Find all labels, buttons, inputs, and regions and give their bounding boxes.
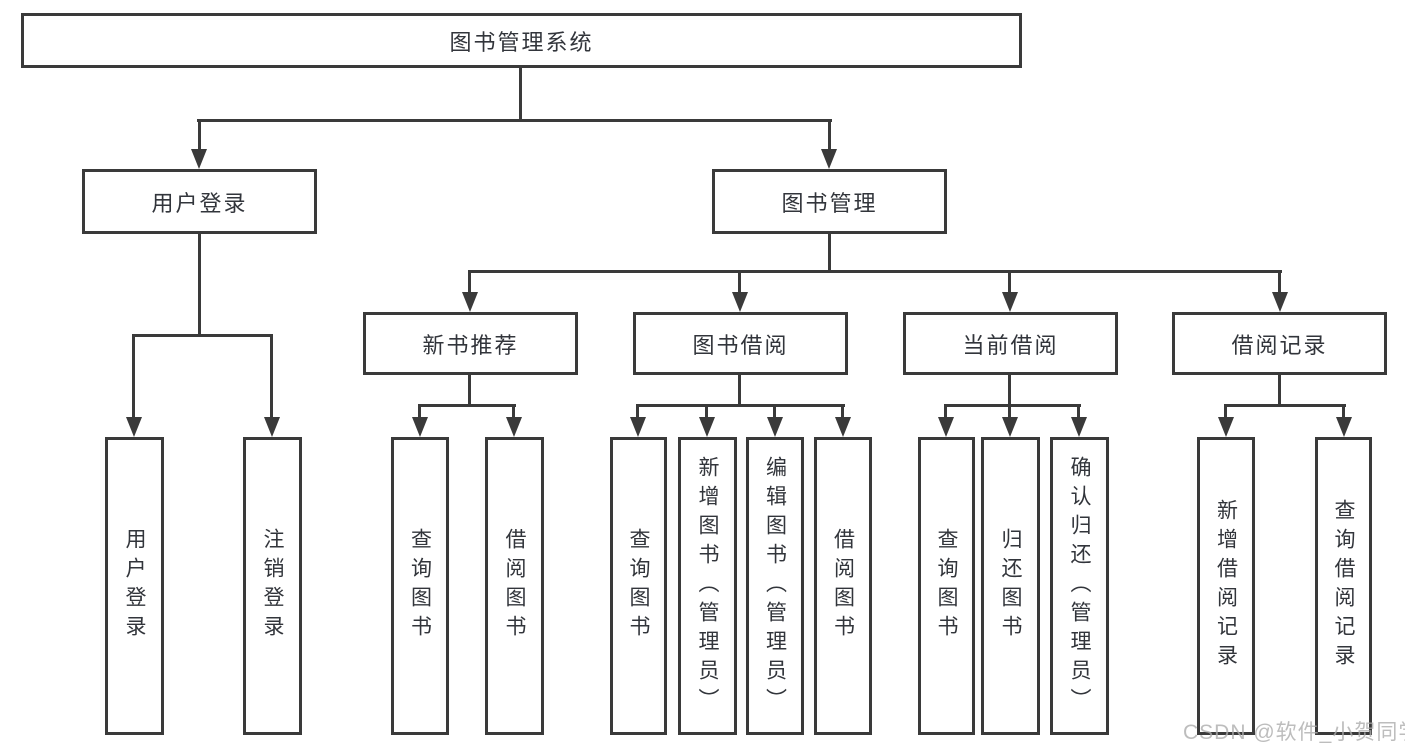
leaf-query-books-current-label: 查询图书 (935, 528, 958, 644)
csdn-watermark: CSDN @软件_小贺同学 (1183, 721, 1405, 744)
node-library-system-label: 图书管理系统 (449, 29, 594, 55)
node-new-book-recommendation: 新书推荐 (363, 312, 578, 375)
connector-line (738, 270, 741, 294)
connector-line (468, 270, 1282, 273)
arrowhead-icon (767, 417, 783, 437)
arrowhead-icon (1071, 417, 1087, 437)
arrowhead-icon (191, 149, 207, 169)
arrowhead-icon (1002, 417, 1018, 437)
leaf-borrow-books-label: 借阅图书 (831, 528, 855, 644)
leaf-query-borrow-record-label: 查询借阅记录 (1332, 499, 1355, 673)
connector-line (512, 404, 515, 420)
node-book-borrowing: 图书借阅 (633, 312, 848, 375)
arrowhead-icon (126, 417, 142, 437)
connector-line (1008, 375, 1011, 407)
leaf-query-books-recommend: 查询图书 (391, 437, 449, 735)
arrowhead-icon (412, 417, 428, 437)
connector-line (270, 334, 273, 418)
node-user-login: 用户登录 (82, 169, 317, 234)
connector-line (418, 404, 516, 407)
leaf-confirm-return-admin-label: 确认归还（管理员） (1068, 455, 1091, 717)
arrowhead-icon (506, 417, 522, 437)
node-new-book-recommendation-label: 新书推荐 (422, 332, 519, 358)
leaf-user-login: 用户登录 (105, 437, 164, 735)
leaf-edit-books-admin-label: 编辑图书（管理员） (763, 455, 787, 717)
connector-line (1008, 270, 1011, 294)
connector-line (468, 375, 471, 407)
connector-line (636, 404, 639, 420)
leaf-borrow-books-recommend: 借阅图书 (485, 437, 544, 735)
arrowhead-icon (1218, 417, 1234, 437)
connector-line (944, 404, 1081, 407)
node-book-management-label: 图书管理 (781, 190, 878, 216)
arrowhead-icon (938, 417, 954, 437)
connector-line (1224, 404, 1227, 420)
connector-line (1278, 270, 1281, 294)
connector-line (198, 119, 201, 152)
connector-line (636, 404, 845, 407)
leaf-logout: 注销登录 (243, 437, 302, 735)
connector-line (132, 334, 135, 418)
leaf-user-login-label: 用户登录 (123, 528, 146, 644)
leaf-query-borrow-record: 查询借阅记录 (1315, 437, 1372, 735)
leaf-logout-label: 注销登录 (261, 528, 284, 644)
connector-line (197, 119, 832, 122)
leaf-return-books: 归还图书 (981, 437, 1040, 735)
connector-line (1077, 404, 1080, 420)
leaf-confirm-return-admin: 确认归还（管理员） (1050, 437, 1109, 735)
connector-line (1224, 404, 1346, 407)
arrowhead-icon (264, 417, 280, 437)
connector-line (132, 334, 273, 337)
connector-line (705, 404, 708, 420)
arrowhead-icon (732, 292, 748, 312)
connector-line (1342, 404, 1345, 420)
arrowhead-icon (835, 417, 851, 437)
connector-line (944, 404, 947, 420)
arrowhead-icon (1272, 292, 1288, 312)
leaf-add-books-admin: 新增图书（管理员） (678, 437, 737, 735)
connector-line (738, 375, 741, 407)
arrowhead-icon (1336, 417, 1352, 437)
connector-line (418, 404, 421, 420)
arrowhead-icon (1002, 292, 1018, 312)
leaf-edit-books-admin: 编辑图书（管理员） (746, 437, 804, 735)
leaf-add-books-admin-label: 新增图书（管理员） (696, 455, 719, 717)
node-library-system: 图书管理系统 (21, 13, 1022, 68)
arrowhead-icon (462, 292, 478, 312)
node-book-management: 图书管理 (712, 169, 947, 234)
connector-line (841, 404, 844, 420)
arrowhead-icon (699, 417, 715, 437)
arrowhead-icon (821, 149, 837, 169)
node-borrowing-records-label: 借阅记录 (1231, 332, 1328, 358)
connector-line (828, 119, 831, 152)
leaf-return-books-label: 归还图书 (999, 528, 1022, 644)
connector-line (198, 233, 201, 337)
connector-line (519, 66, 522, 121)
connector-line (828, 233, 831, 273)
node-user-login-label: 用户登录 (151, 190, 248, 216)
node-current-borrowing-label: 当前借阅 (962, 332, 1059, 358)
leaf-add-borrow-record-label: 新增借阅记录 (1214, 499, 1238, 673)
connector-line (773, 404, 776, 420)
leaf-borrow-books-recommend-label: 借阅图书 (503, 528, 526, 644)
leaf-add-borrow-record: 新增借阅记录 (1197, 437, 1255, 735)
node-borrowing-records: 借阅记录 (1172, 312, 1387, 375)
leaf-query-books-borrowing: 查询图书 (610, 437, 667, 735)
leaf-borrow-books: 借阅图书 (814, 437, 872, 735)
node-book-borrowing-label: 图书借阅 (692, 332, 789, 358)
leaf-query-books-borrowing-label: 查询图书 (627, 528, 650, 644)
leaf-query-books-current: 查询图书 (918, 437, 975, 735)
connector-line (468, 270, 471, 294)
arrowhead-icon (630, 417, 646, 437)
connector-line (1008, 404, 1011, 420)
leaf-query-books-recommend-label: 查询图书 (408, 528, 432, 644)
node-current-borrowing: 当前借阅 (903, 312, 1118, 375)
connector-line (1278, 375, 1281, 407)
